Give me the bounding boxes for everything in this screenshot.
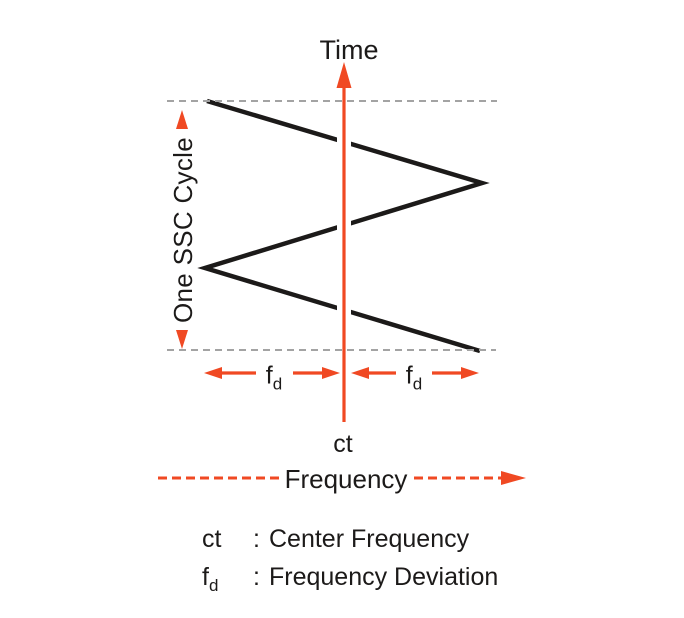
fd-base: f — [405, 361, 413, 390]
cycle-span-up-arrowhead-icon — [176, 110, 188, 129]
time-axis-arrowhead-icon — [336, 62, 352, 88]
frequency-axis — [158, 471, 526, 485]
cycle-span-down-arrowhead-icon — [176, 330, 188, 349]
fd-subscript: d — [272, 374, 283, 394]
legend-term-text: fd — [202, 562, 219, 595]
fd-right-inner-arrowhead-icon — [351, 367, 369, 379]
fd-right-outer-arrowhead-icon — [461, 367, 479, 379]
frequency-axis-label: Frequency — [284, 464, 408, 494]
legend-definition: Center Frequency — [269, 525, 470, 553]
fd-deviation-label-left: fd — [265, 361, 282, 393]
ssc-cycle-label: One SSC Cycle — [168, 137, 198, 323]
legend-row-center-frequency: ct: Center Frequency — [202, 524, 498, 554]
time-axis — [336, 62, 352, 422]
legend: ct: Center Frequency fd: Frequency Devia… — [202, 524, 499, 595]
frequency-axis-arrowhead-icon — [501, 471, 526, 485]
fd-left-inner-arrowhead-icon — [322, 367, 340, 379]
fd-deviation-label-right: fd — [405, 361, 422, 393]
fd-left-outer-arrowhead-icon — [204, 367, 222, 379]
center-frequency-tick-label: ct — [333, 430, 353, 458]
legend-term-sub: d — [208, 576, 219, 595]
legend-term: ct: — [202, 524, 260, 554]
fd-span-arrow-left — [204, 367, 340, 379]
legend-term: fd: — [202, 562, 260, 595]
legend-term-base: ct — [202, 525, 222, 553]
legend-term-text: ct — [202, 524, 221, 554]
legend-colon: : — [253, 525, 260, 553]
fd-subscript: d — [412, 374, 423, 394]
fd-base: f — [265, 361, 273, 390]
time-axis-label: Time — [319, 35, 379, 65]
legend-colon: : — [253, 563, 260, 591]
fd-span-arrow-right — [351, 367, 479, 379]
ssc-cycle-span-arrow — [176, 110, 188, 349]
legend-term-base: f — [202, 563, 209, 591]
legend-row-frequency-deviation: fd: Frequency Deviation — [202, 562, 499, 595]
legend-definition: Frequency Deviation — [269, 563, 499, 591]
